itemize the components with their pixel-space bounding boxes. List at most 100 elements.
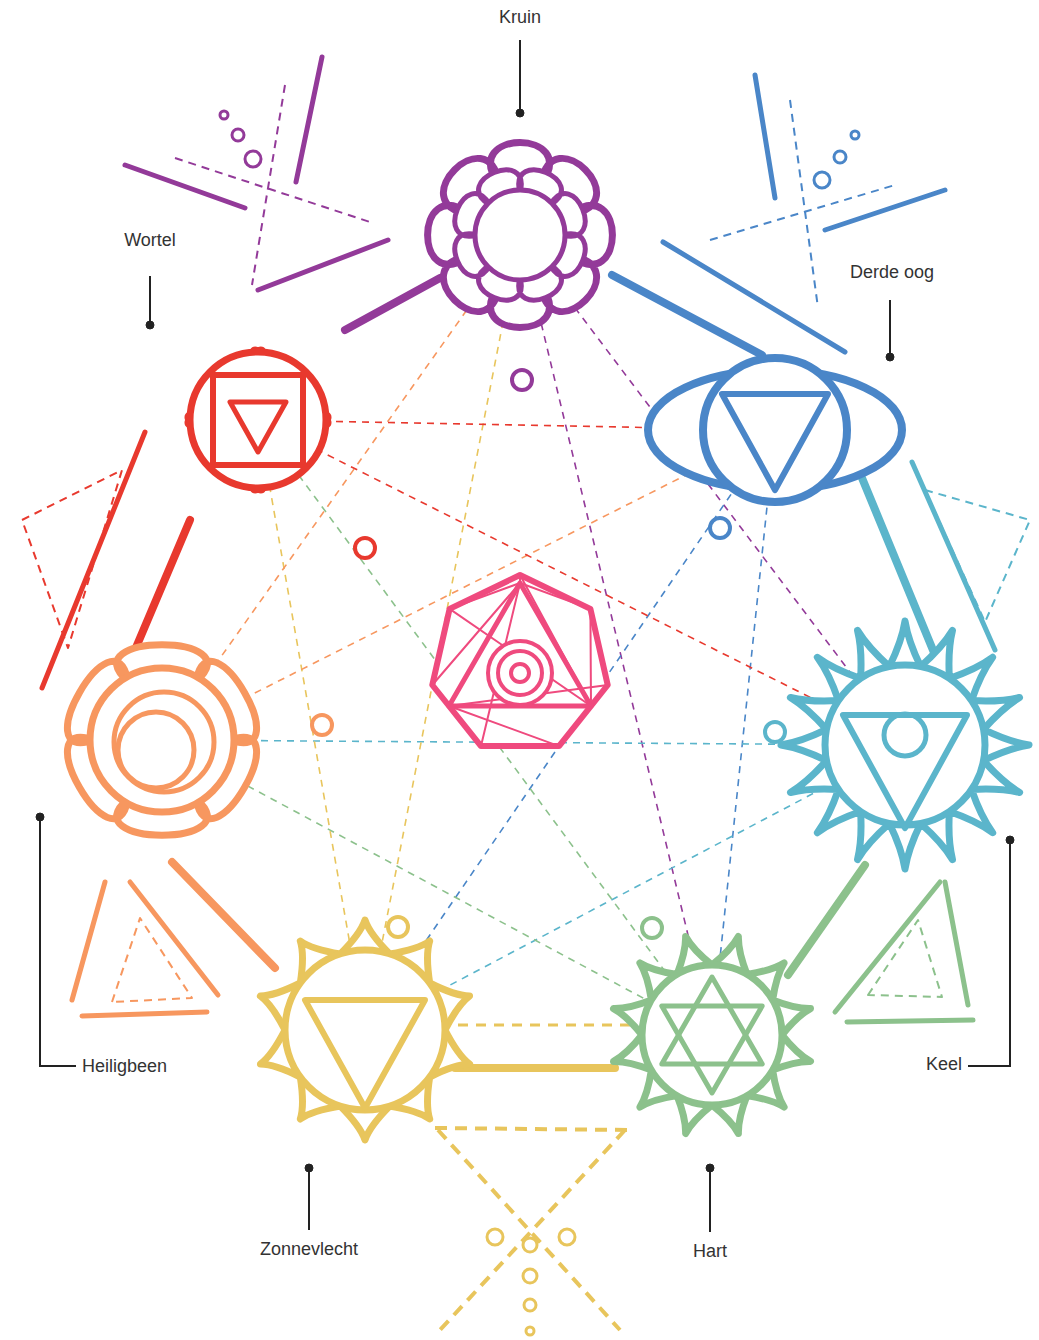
leader-line: [149, 276, 151, 325]
throat-circle: [825, 665, 985, 825]
throat-inner-circle: [884, 714, 926, 756]
decor-circle: [814, 172, 830, 188]
decor-line: [755, 75, 775, 198]
crown-inner-petals: [455, 170, 585, 300]
root-circle: [190, 352, 326, 488]
center-line: [450, 609, 591, 706]
leader-line: [308, 1168, 310, 1230]
chakra-join: [345, 278, 440, 330]
decor-line: [438, 1130, 620, 1330]
chakra-join: [455, 1064, 615, 1072]
leader-dot: [1006, 836, 1014, 844]
decor-circle: [524, 1299, 536, 1311]
chakra-label: Derde oog: [850, 261, 934, 283]
heart-star: [662, 1006, 762, 1093]
decor-line: [175, 158, 370, 222]
sacral-circle: [90, 668, 234, 812]
decor-line: [835, 882, 940, 1012]
center-line: [432, 685, 449, 706]
leader-dot: [36, 813, 44, 821]
center-line: [559, 706, 591, 746]
throat-petals: [781, 621, 1029, 869]
decor-line: [296, 57, 322, 182]
crown-petals: [428, 143, 613, 328]
decor-circle: [765, 722, 785, 742]
center-triangle: [449, 583, 591, 706]
decor-circle: [220, 111, 228, 119]
eye-triangle: [722, 394, 828, 490]
chakra-label: Hart: [693, 1240, 727, 1262]
solar-petals: [260, 920, 469, 1140]
decor-line: [945, 882, 968, 1005]
decor-triangle: [925, 490, 1030, 622]
heart-petals: [614, 937, 811, 1134]
chakra-label: Wortel: [124, 229, 176, 251]
crown-circle: [475, 190, 565, 280]
eye-circle: [703, 358, 847, 502]
chakra-label: Zonnevlecht: [260, 1238, 358, 1260]
center-line: [589, 609, 592, 706]
decor-line: [663, 242, 845, 352]
leader-line: [40, 817, 76, 1066]
chakra-join: [862, 478, 935, 655]
chakra-label: Heiligbeen: [82, 1055, 167, 1077]
sacral-moon: [118, 712, 194, 788]
throat-triangle: [843, 715, 967, 828]
decor-circle: [710, 518, 730, 538]
center-line: [520, 583, 590, 609]
decor-line: [125, 165, 245, 208]
center-line: [450, 583, 520, 609]
heart-star: [662, 977, 762, 1064]
dashed-star-line: [258, 420, 712, 1035]
decor-line: [72, 882, 105, 1000]
center-line: [591, 685, 608, 706]
decor-circle: [642, 918, 662, 938]
decor-circle: [512, 370, 532, 390]
leader-line: [889, 300, 891, 357]
solar-triangle: [305, 1000, 425, 1108]
chakra-label: Keel: [926, 1053, 962, 1075]
decor-line: [710, 185, 895, 240]
leader-dot: [516, 109, 524, 117]
decor-triangle: [868, 920, 942, 997]
center-circle: [498, 651, 542, 695]
dashed-star-line: [258, 420, 365, 1030]
decor-triangle: [22, 470, 122, 648]
decor-circle: [487, 1229, 503, 1245]
decor-circle: [834, 151, 846, 163]
decor-circle: [232, 129, 244, 141]
leader-line: [519, 40, 521, 113]
decor-circle: [523, 1238, 537, 1252]
root-petals: [188, 350, 328, 490]
decor-line: [790, 100, 818, 308]
root-triangle: [230, 402, 286, 452]
decor-line: [252, 85, 285, 285]
center-circle: [511, 664, 529, 682]
solar-circle: [285, 950, 445, 1110]
sacral-moon: [114, 692, 214, 792]
center-line: [449, 706, 481, 746]
decor-circle: [245, 151, 261, 167]
leader-dot: [886, 353, 894, 361]
decor-circle: [312, 715, 332, 735]
leader-dot: [305, 1164, 313, 1172]
decor-circle: [355, 538, 375, 558]
center-circle: [488, 641, 552, 705]
decor-circle: [526, 1327, 534, 1335]
chakra-label: Kruin: [499, 6, 541, 28]
decor-line: [825, 190, 945, 230]
chakra-join: [788, 865, 865, 975]
decor-line: [435, 1128, 628, 1130]
leader-dot: [146, 321, 154, 329]
decor-line: [847, 1020, 973, 1022]
decor-line: [130, 882, 218, 995]
heart-circle: [642, 965, 782, 1105]
decor-line: [440, 1130, 625, 1330]
decor-line: [258, 240, 388, 290]
decor-circle: [559, 1229, 575, 1245]
leader-line: [709, 1168, 711, 1232]
decor-circle: [388, 917, 408, 937]
decor-circle: [851, 131, 859, 139]
leader-line: [968, 840, 1010, 1066]
